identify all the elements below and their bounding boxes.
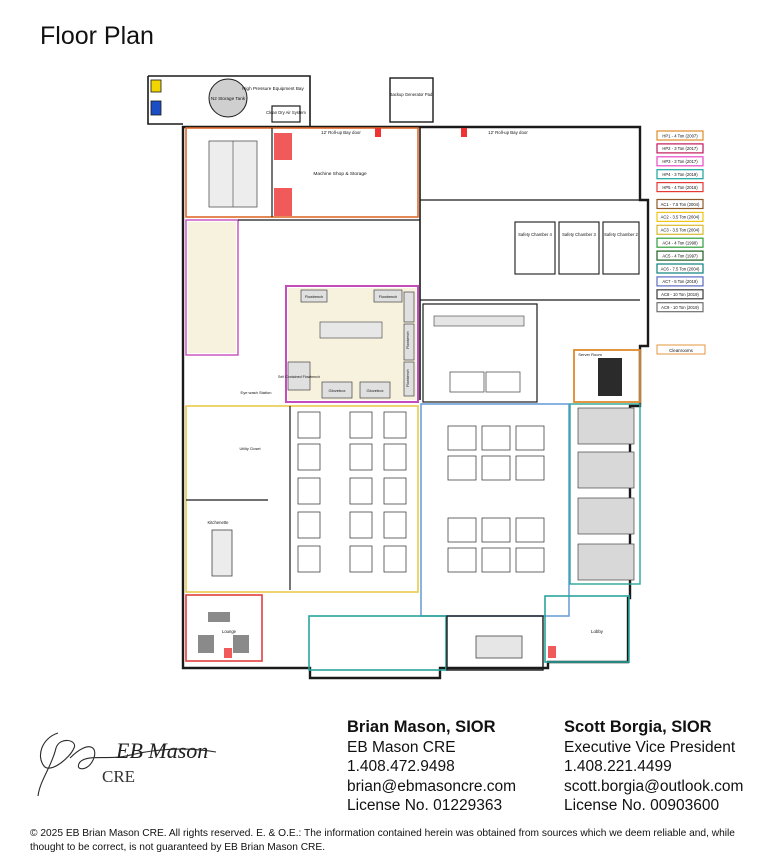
server-room-outline [573, 349, 641, 403]
legend-label: HP4 - 3 Ton (2019) [662, 172, 698, 177]
contact-name: Brian Mason, SIOR [347, 718, 496, 736]
contact-email[interactable]: brian@ebmasoncre.com [347, 777, 517, 795]
storage-outline [185, 219, 239, 356]
safety-chamber-4: Safety Chamber 4 [518, 232, 552, 237]
east-office-column [569, 403, 641, 585]
legend-swatch [656, 237, 704, 248]
n2-tank-label: N2 Storage Tank [211, 96, 246, 101]
equipment-yard-fence [147, 75, 311, 127]
contact-title: Executive Vice President [564, 738, 736, 756]
legend-swatch [656, 182, 704, 193]
rollup-door-right-label: 12' Roll-up Bay door [488, 130, 528, 135]
legend-label: AC6 - 7.5 Ton (2004) [661, 266, 700, 271]
flowbench-label-1: Flowbench [305, 295, 323, 299]
legend-label: AC1 - 7.5 Ton (2004) [661, 202, 700, 207]
kitchenette-label: Kitchenette [208, 520, 230, 525]
page-title: Floor Plan [40, 22, 154, 50]
legend-swatch [656, 156, 704, 167]
flowbench-label-3: Flowbench [406, 331, 410, 348]
legend-label: AC8 - 10 Ton (2019) [661, 292, 699, 297]
legend-swatch [656, 250, 704, 261]
legend-label: AC2 - 3.5 Ton (2004) [661, 215, 700, 220]
machine-shop-label: Machine Shop & Storage [313, 171, 367, 177]
utility-closet-label: Utility Closet [239, 447, 261, 451]
contact-email[interactable]: scott.borgia@outlook.com [564, 777, 744, 795]
glovebox-label-2: Glovebox [367, 388, 384, 393]
legend-label: HP5 - 4 Ton (2016) [662, 185, 698, 190]
clean-dry-air-label: Clean Dry Air System [266, 110, 306, 115]
legend-label: AC4 - 4 Ton (1998) [662, 241, 698, 246]
rollup-door-left-label: 12' Roll-up Bay door [321, 130, 361, 135]
clean-dry-air-box [271, 105, 301, 123]
glovebox-label-1: Glovebox [329, 388, 346, 393]
contact-phone[interactable]: 1.408.472.9498 [347, 758, 455, 776]
flowbench-label-2: Flowbench [379, 295, 397, 299]
legend-swatch [656, 289, 704, 300]
legend-swatch [656, 198, 704, 210]
lobby-label: Lobby [591, 629, 604, 634]
machine-shop-outline [185, 127, 419, 218]
legend-swatch [656, 224, 704, 235]
lounge-label: Lounge [222, 629, 237, 634]
lounge-outline [185, 594, 263, 662]
office-row-outline [308, 615, 447, 671]
exterior-wall [181, 125, 650, 680]
lobby-outline [544, 595, 630, 663]
legend-swatch [656, 143, 704, 154]
safety-chamber-3: Safety Chamber 3 [562, 232, 596, 237]
scba-label: Self Contained Flowbench [278, 375, 320, 379]
logo-subtitle: CRE [102, 767, 135, 786]
generator-label: Backup Generator Pad [390, 92, 433, 97]
logo-wordmark: EB Mason [115, 738, 208, 763]
cleanrooms-legend-label: Cleanrooms [669, 348, 693, 353]
contact-company: EB Mason CRE [347, 738, 456, 756]
legend-swatch [656, 211, 704, 222]
legend-swatch [656, 169, 704, 180]
south-conference-outline [446, 615, 544, 671]
logo-signature [37, 732, 217, 797]
legend-label: HP1 - 4 Ton (2007) [662, 133, 698, 138]
lab-outline [285, 285, 419, 403]
hvac-legend: HP1 - 4 Ton (2007) HP2 - 3 Ton (2017) HP3 … [656, 130, 704, 313]
contact-license: License No. 01229363 [347, 797, 503, 815]
legend-label: AC7 - 5 Ton (2019) [662, 279, 698, 284]
safety-chamber-2: Safety Chamber 2 [604, 232, 638, 237]
hp-bay-label: High Pressure Equipment Bay [242, 86, 304, 91]
contact-phone[interactable]: 1.408.221.4499 [564, 758, 672, 776]
eye-wash-label: Eye wash Station [241, 390, 272, 395]
contact-scott-borgia: Scott Borgia, SIOR Executive Vice Presid… [564, 718, 743, 816]
server-room-label: Server Room [578, 352, 602, 357]
n2-tank-shape [208, 78, 248, 118]
legend-swatch [656, 302, 704, 313]
conference-room-outline [422, 303, 538, 403]
office-area-outline [185, 405, 419, 593]
legend-label: AC5 - 4 Ton (1997) [662, 253, 698, 258]
flowbench-label-4: Flowbench [406, 369, 410, 386]
copyright-footer: © 2025 EB Brian Mason CRE. All rights re… [30, 828, 735, 853]
legend-swatch [656, 263, 704, 274]
legend-swatch [656, 130, 704, 141]
legend-label: HP2 - 3 Ton (2017) [662, 146, 698, 151]
contact-name: Scott Borgia, SIOR [564, 718, 712, 736]
cleanrooms-legend-box [656, 344, 706, 355]
legend-label: HP3 - 3 Ton (2017) [662, 159, 698, 164]
contact-brian-mason: Brian Mason, SIOR EB Mason CRE 1.408.472… [347, 718, 516, 816]
floor-plan: N2 Storage Tank High Pressure Equipment … [147, 75, 706, 680]
eb-mason-logo: EB Mason CRE [37, 732, 217, 797]
legend-swatch [656, 276, 704, 287]
generator-pad-outline [389, 77, 434, 123]
contact-license: License No. 00903600 [564, 797, 720, 815]
legend-label: AC3 - 3.5 Ton (2004) [661, 228, 700, 233]
legend-label: AC9 - 10 Ton (2019) [661, 305, 699, 310]
